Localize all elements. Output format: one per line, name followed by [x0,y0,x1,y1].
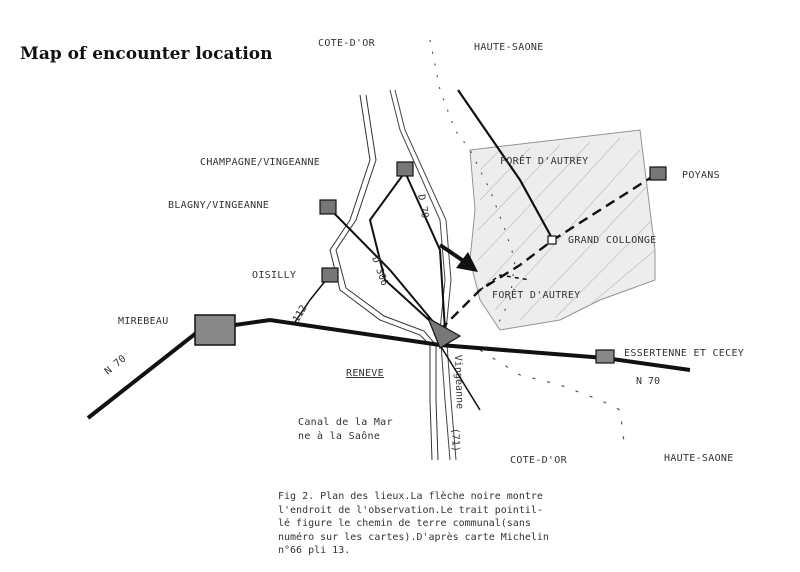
label-champagne: CHAMPAGNE/VINGEANNE [200,157,321,168]
caption-line-3: lé figure le chemin de terre communal(sa… [278,518,531,529]
label-haute-saone-bottom: HAUTE-SAONE [664,453,734,464]
forest-area [469,129,656,331]
label-poyans: POYANS [682,170,720,181]
label-blagny: BLAGNY/VINGEANNE [168,200,270,211]
road-d112 [294,274,331,323]
road-champagne-d70 [404,171,446,331]
town-reneve [426,316,462,349]
road-n70 [86,317,691,420]
label-oisilly: OISILLY [252,270,297,281]
canal-line [389,89,451,461]
label-n70-left: N 70 [103,353,129,377]
town-mirebeau [194,314,236,346]
canal-line-1: Canal de la Mar [298,417,393,428]
caption-line-4: numéro sur les cartes).D'après carte Mic… [278,531,549,543]
town-grand-collonge [547,235,557,245]
label-haute-saone-top: HAUTE-SAONE [474,42,544,53]
label-essertenne: ESSERTENNE ET CECEY [624,348,745,359]
label-cote-dor-top: COTE-D'OR [318,38,375,49]
department-boundary-top [429,39,516,331]
label-mirebeau: MIREBEAU [118,316,169,327]
caption-line-1: Fig 2. Plan des lieux.La flèche noire mo… [278,491,543,502]
label-reneve: RENEVE [346,368,384,379]
canal-line-2: ne à la Saône [298,431,381,442]
road-blagny [327,206,441,331]
road-foret-autrey [457,89,554,241]
label-foret-autrey-top: FORÊT D'AUTREY [500,156,589,167]
label-d70: D 70 [415,194,430,220]
dirt-path [439,173,656,331]
department-boundary-bottom [479,349,626,451]
arrow-icon [438,243,478,272]
town-champagne [396,161,414,177]
page-title: Map of encounter location [20,44,273,64]
caption-line-5: n°66 pli 13. [278,545,351,556]
label-d71: (71) [449,428,461,452]
label-grand-collonge: GRAND COLLONGE [568,235,657,246]
town-poyans [649,166,667,181]
town-blagny [319,199,337,215]
label-d306: D 306 [369,255,390,287]
label-foret-autrey-mid: FORÊT D'AUTREY [492,290,581,301]
road-lower [439,344,481,411]
vingeanne-river [329,94,433,461]
label-canal: Canal de la Mar ne à la Saône [298,416,418,444]
town-oisilly [321,267,339,283]
road-champagne-reneve [368,171,441,331]
label-d112: 112 [291,303,310,324]
figure-caption: Fig 2. Plan des lieux.La flèche noire mo… [278,490,658,558]
label-vingeanne: Vingeanne [452,355,465,410]
label-n70-right: N 70 [636,376,660,387]
label-cote-dor-bottom: COTE-D'OR [510,455,567,466]
town-essertenne [595,349,615,364]
caption-line-2: l'endroit de l'observation.Le trait poin… [278,504,543,516]
